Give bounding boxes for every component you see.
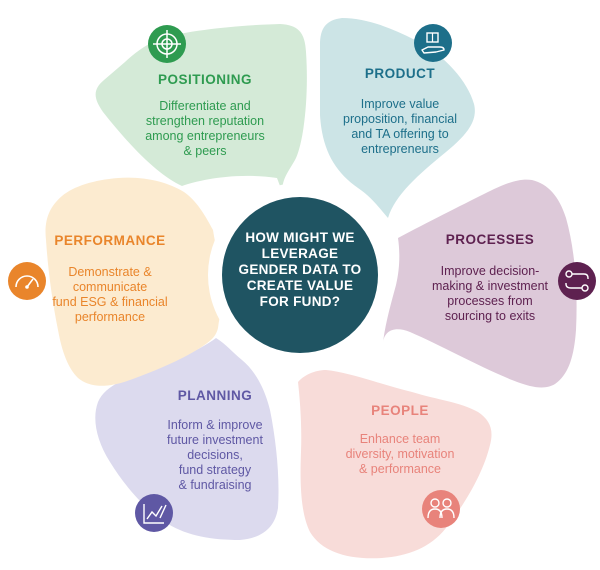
center-line: GENDER DATA TO (238, 262, 362, 277)
processes-line: processes from (447, 294, 533, 308)
people-title: PEOPLE (371, 403, 429, 418)
product-line: Improve value (360, 97, 440, 111)
planning-body: Inform & improve future investment decis… (140, 418, 290, 493)
performance-title: PERFORMANCE (54, 233, 166, 248)
positioning-line: Differentiate and (159, 99, 251, 113)
planning-line: future investment (167, 433, 263, 447)
positioning-line: & peers (183, 144, 227, 158)
performance-line: communicate (72, 280, 148, 294)
positioning-petal (95, 24, 307, 194)
people-line: Enhance team (359, 432, 441, 446)
product-line: and TA offering to (351, 127, 449, 141)
planning-title: PLANNING (177, 388, 253, 403)
product-body: Improve value proposition, financial and… (320, 97, 480, 157)
processes-petal (383, 179, 577, 388)
positioning-line: strengthen reputation (145, 114, 265, 128)
gauge-icon (8, 262, 46, 300)
center-line: FOR FUND? (259, 294, 341, 309)
product-line: proposition, financial (343, 112, 457, 126)
processes-line: making & investment (431, 279, 549, 293)
performance-body: Demonstrate & communicate fund ESG & fin… (35, 265, 185, 325)
processes-line: sourcing to exits (444, 309, 536, 323)
positioning-body: Differentiate and strengthen reputation … (125, 99, 285, 159)
hand-box-icon (414, 24, 452, 62)
product-petal (320, 18, 475, 218)
planning-line: decisions, (187, 448, 243, 462)
product-line: entrepreneurs (361, 142, 439, 156)
processes-title: PROCESSES (445, 232, 535, 247)
chart-pen-icon (135, 494, 173, 532)
performance-line: fund ESG & financial (52, 295, 168, 309)
people-line: & performance (359, 462, 441, 476)
performance-line: Demonstrate & (68, 265, 152, 279)
center-line: LEVERAGE (261, 246, 339, 261)
positioning-title: POSITIONING (157, 72, 252, 87)
center-line: CREATE VALUE (246, 278, 354, 293)
target-icon (148, 25, 186, 63)
planning-line: Inform & improve (167, 418, 263, 432)
planning-line: fund strategy (178, 463, 252, 477)
center-line: HOW MIGHT WE (245, 230, 355, 245)
flow-icon (558, 262, 596, 300)
planning-line: & fundraising (178, 478, 252, 492)
people-icon (422, 490, 460, 528)
center-circle (222, 197, 378, 353)
people-line: diversity, motivation (345, 447, 455, 461)
product-title: PRODUCT (364, 66, 436, 81)
processes-body: Improve decision- making & investment pr… (415, 264, 565, 324)
planning-petal (95, 338, 279, 540)
processes-line: Improve decision- (440, 264, 540, 278)
people-body: Enhance team diversity, motivation & per… (320, 432, 480, 477)
positioning-line: among entrepreneurs (145, 129, 265, 143)
center-question: HOW MIGHT WE LEVERAGE GENDER DATA TO CRE… (225, 230, 375, 310)
performance-petal (45, 177, 229, 386)
performance-line: performance (74, 310, 146, 324)
